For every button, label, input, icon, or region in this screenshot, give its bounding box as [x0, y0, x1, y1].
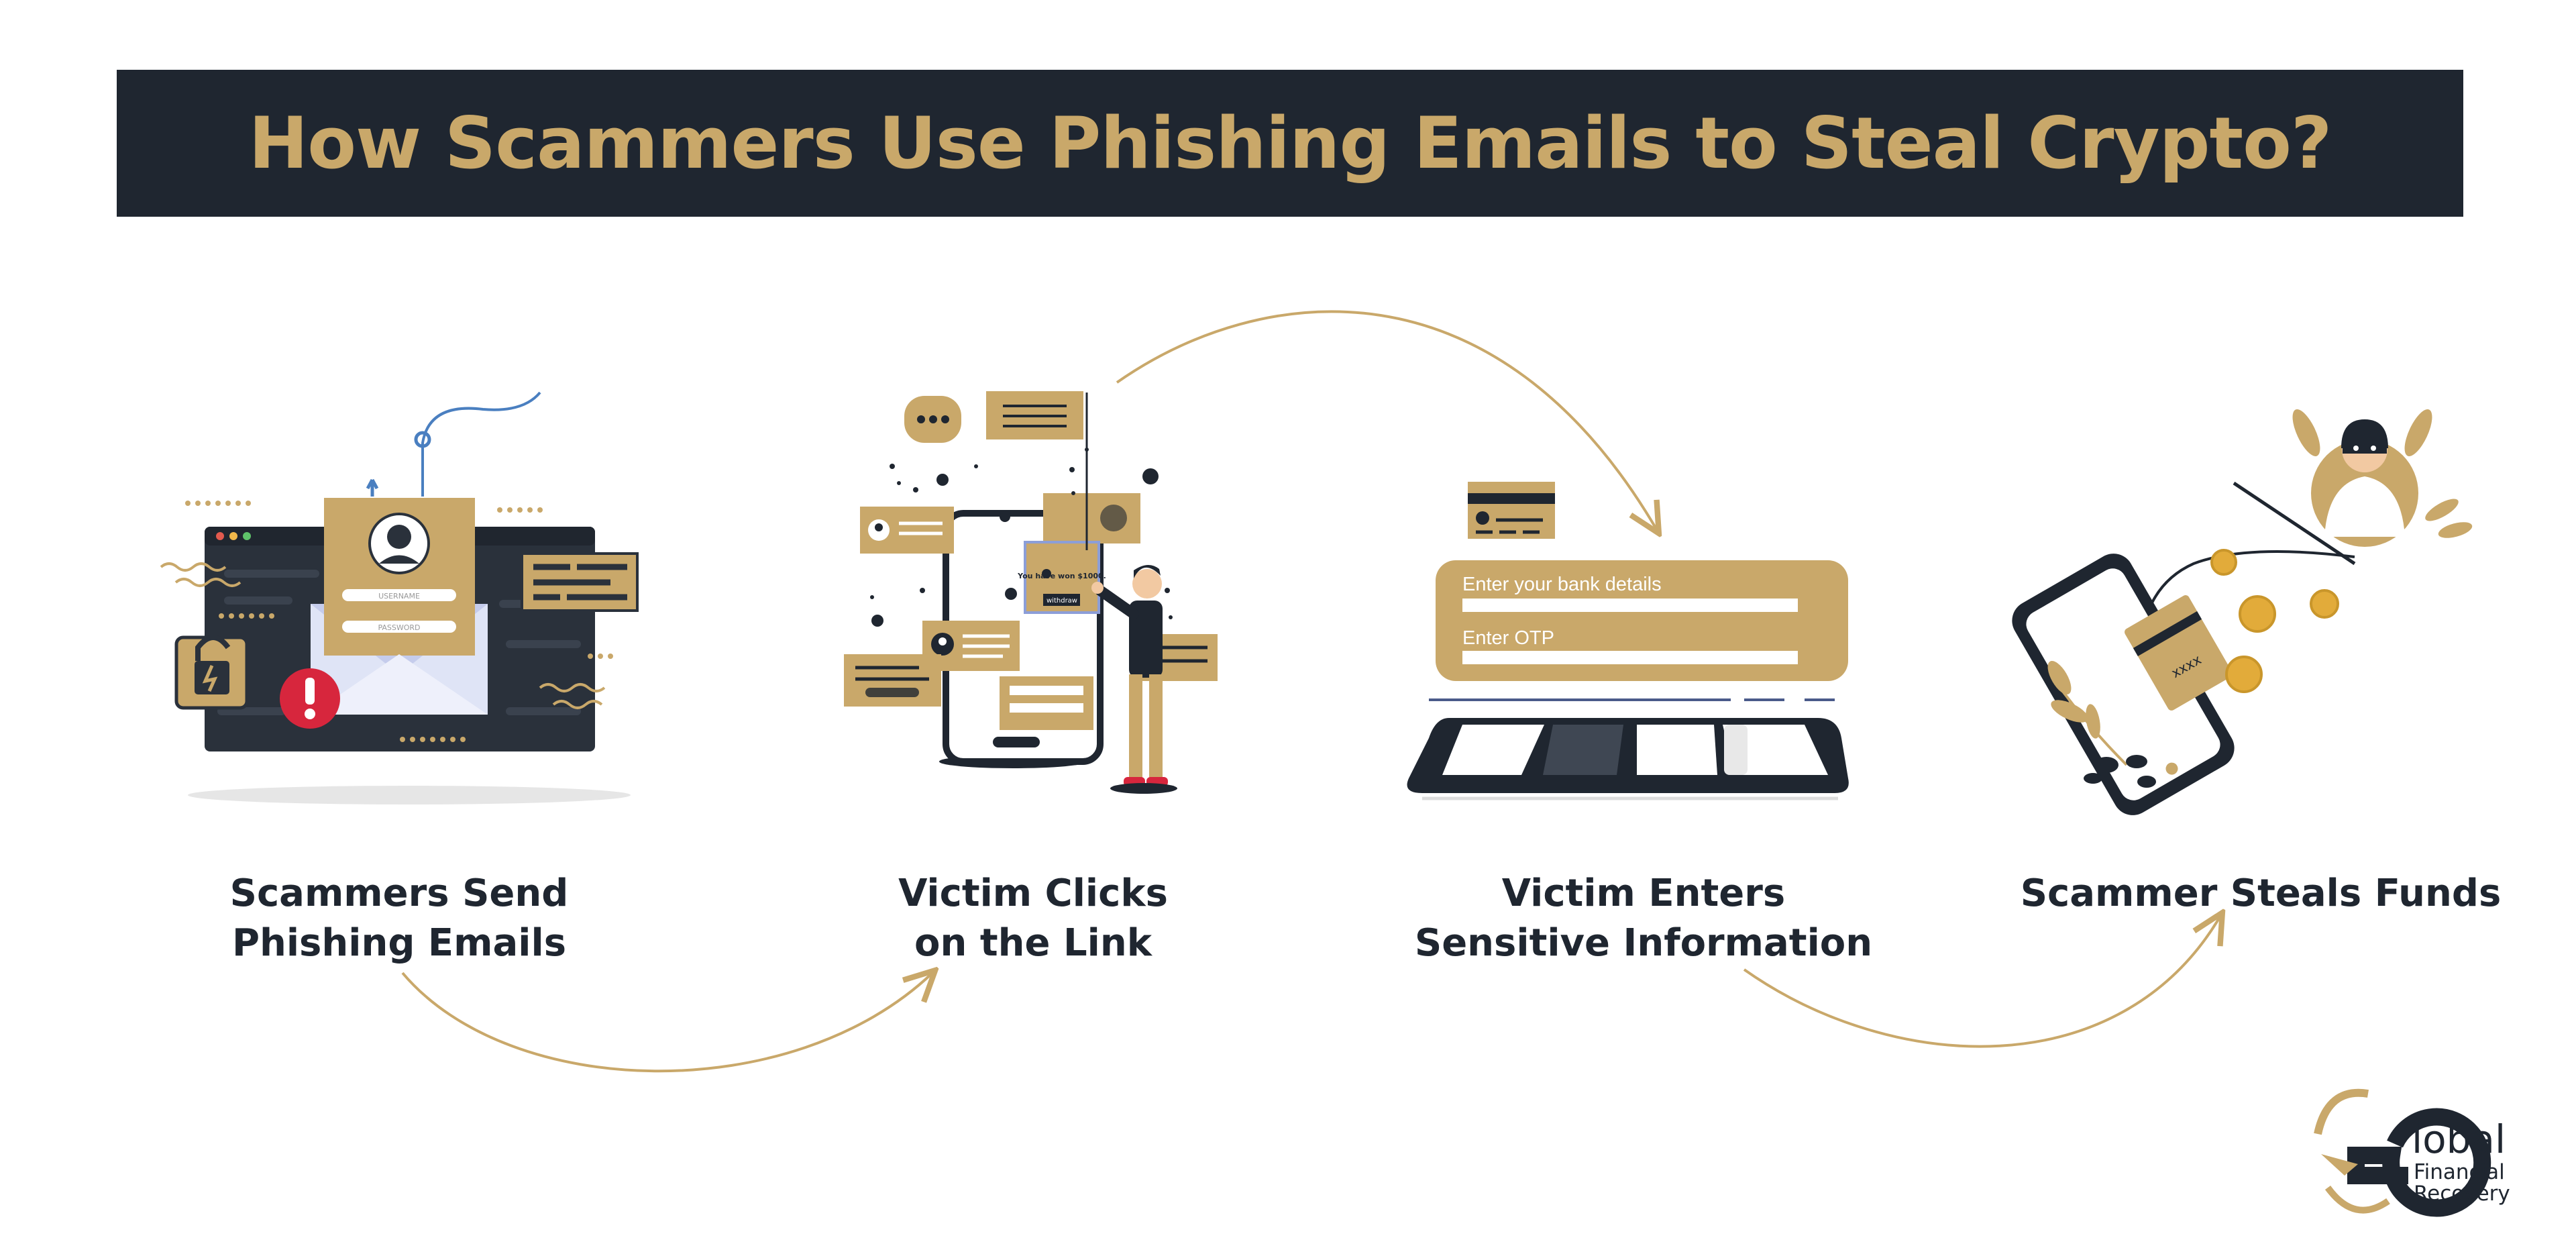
fishing-line: [421, 391, 541, 497]
password-field-label: PASSWORD: [378, 623, 420, 632]
prize-popup-button: withdraw: [1046, 597, 1077, 605]
victim-person: [1091, 564, 1168, 786]
payment-card-icon: xxxx: [2125, 595, 2233, 711]
logo-line-recovery: Recovery: [2414, 1182, 2510, 1206]
logo-g-mark: [2347, 1108, 2491, 1217]
step-4-label-line-1: Scammer Steals Funds: [2020, 872, 2502, 915]
arrow-step2-to-step3: [1116, 310, 1657, 530]
step-3-label-line-1: Victim Enters: [1501, 872, 1786, 915]
step-2-label-line-1: Victim Clicks: [898, 872, 1168, 915]
prize-popup-message: You have won $1000.: [1017, 572, 1106, 580]
step-3-label: Victim Enters Sensitive Information: [1382, 869, 1905, 968]
otp-input: [1462, 651, 1798, 664]
scammer-steals-illustration: xxxx: [2012, 409, 2473, 815]
virus-bug-icons: [871, 468, 1159, 627]
step-3-label-line-2: Sensitive Information: [1414, 921, 1873, 965]
step-1-label-line-2: Phishing Emails: [231, 921, 567, 965]
step-1-label-line-1: Scammers Send: [229, 872, 569, 915]
page-title: How Scammers Use Phishing Emails to Stea…: [248, 102, 2332, 185]
credit-card-icon: [1468, 482, 1555, 539]
victim-clicks-illustration: You have won $1000. withdraw: [844, 391, 1218, 794]
otp-label: Enter OTP: [1462, 627, 1554, 649]
title-banner: [117, 70, 2463, 217]
logo-line-financial: Financial: [2414, 1160, 2505, 1184]
bank-form-illustration: Enter your bank details Enter OTP: [1407, 482, 1849, 800]
username-field-label: USERNAME: [378, 592, 420, 601]
step-4-label: Scammer Steals Funds: [2006, 869, 2516, 919]
arrow-step3-to-step4: [1743, 916, 2220, 1048]
thief-figure: [2324, 419, 2405, 537]
step-2-label-line-2: on the Link: [914, 921, 1152, 965]
leaf-decorations: [2292, 409, 2473, 538]
gold-coin-icons: [2210, 549, 2339, 693]
fishing-hook-icon: [366, 478, 379, 497]
step-2-label: Victim Clicks on the Link: [832, 869, 1234, 968]
step-1-label: Scammers Send Phishing Emails: [188, 869, 610, 968]
plant-decoration: [2047, 661, 2156, 788]
stolen-phone: [2012, 554, 2235, 815]
phishing-email-illustration: USERNAME PASSWORD: [160, 391, 639, 804]
global-financial-recovery-logo: [2314, 1088, 2491, 1217]
logo-name: lobal: [2412, 1117, 2506, 1162]
bank-details-input: [1462, 599, 1798, 612]
arrow-step1-to-step2: [401, 973, 932, 1073]
bank-details-label: Enter your bank details: [1462, 574, 1662, 595]
